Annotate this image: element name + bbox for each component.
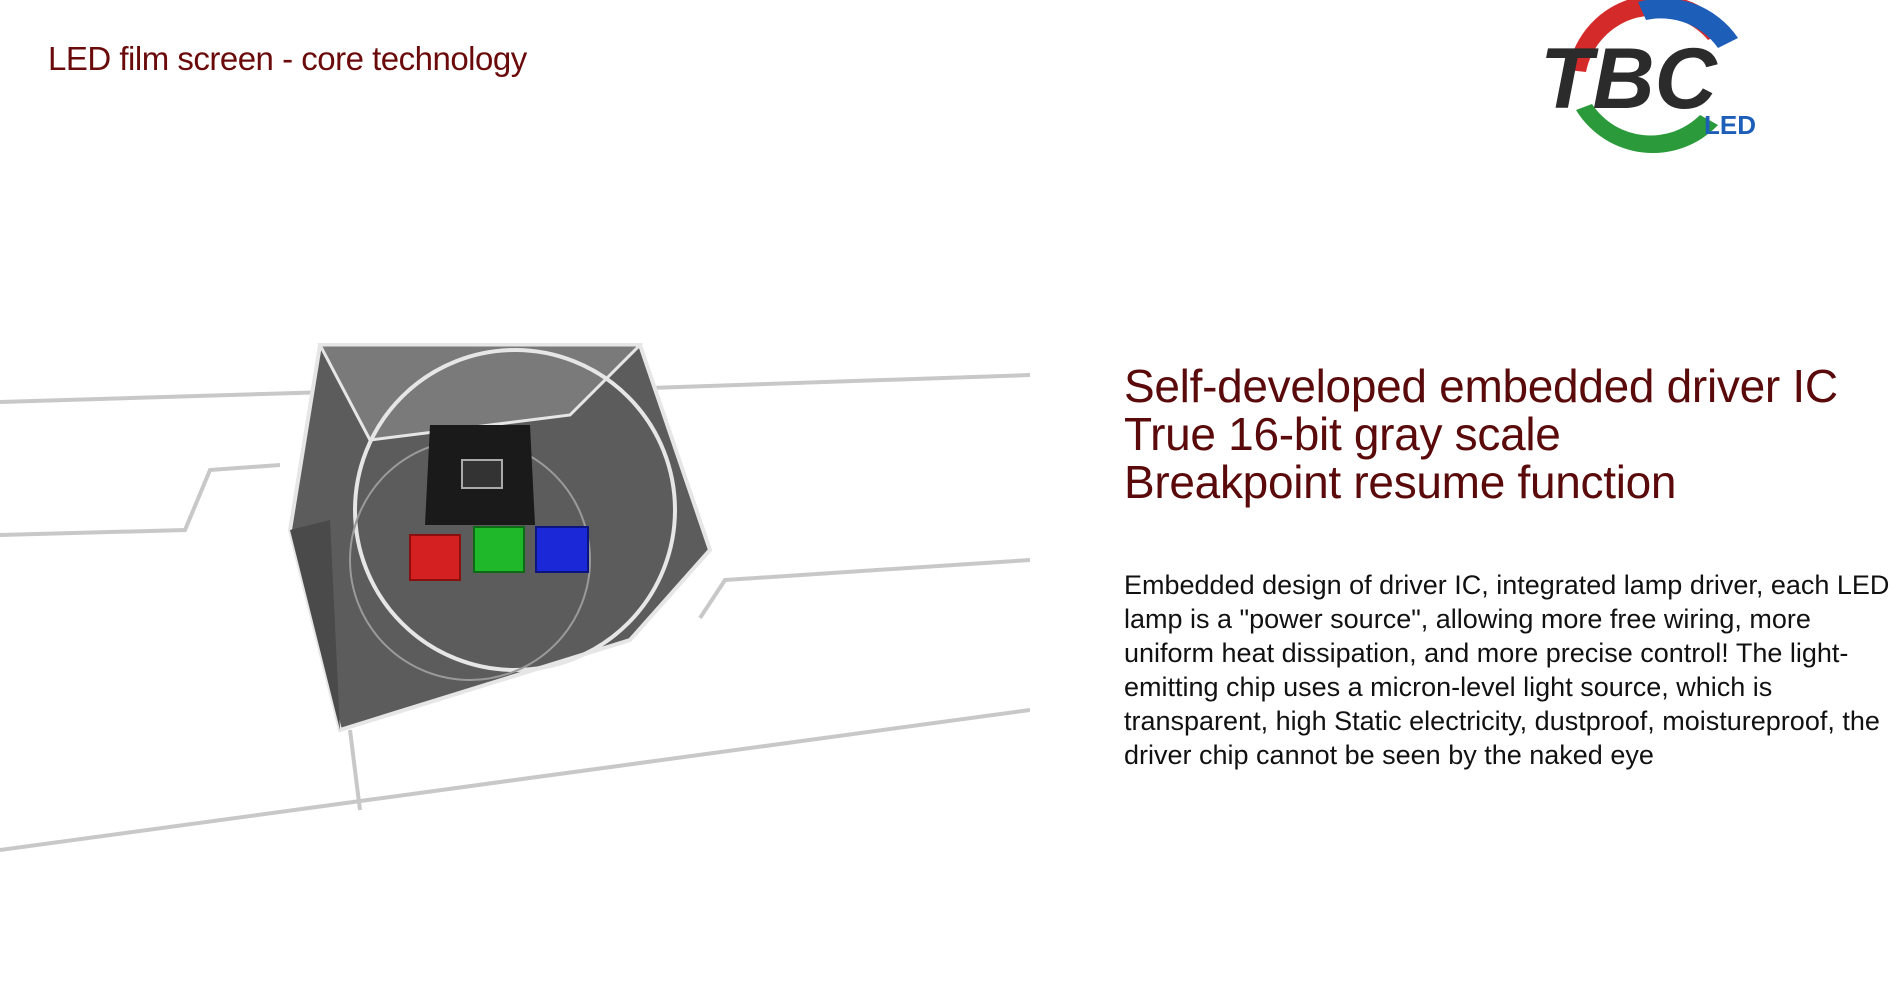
feature-description: Embedded design of driver IC, integrated…	[1124, 570, 1890, 770]
logo-brand-text: TBC	[1540, 31, 1719, 127]
green-led-chip	[473, 526, 525, 573]
rgb-led-chips	[409, 526, 589, 581]
headline-line: Breakpoint resume function	[1124, 456, 1677, 508]
headline-line: True 16-bit gray scale	[1124, 408, 1561, 460]
feature-headline: Self-developed embedded driver IC True 1…	[1124, 362, 1838, 506]
logo-globe-arc	[1638, 0, 1738, 48]
blue-led-chip	[535, 526, 589, 573]
red-led-chip	[409, 534, 461, 581]
logo-sub-text: LED	[1704, 110, 1756, 140]
headline-line: Self-developed embedded driver IC	[1124, 360, 1838, 412]
page-title: LED film screen - core technology	[48, 40, 527, 77]
driver-ic	[425, 425, 535, 525]
logo-green-arc	[1576, 104, 1718, 154]
tbc-led-logo: TBC LED	[1540, 0, 1756, 154]
film-wires	[0, 373, 1030, 852]
led-chip-diagram-icon	[0, 343, 1030, 852]
